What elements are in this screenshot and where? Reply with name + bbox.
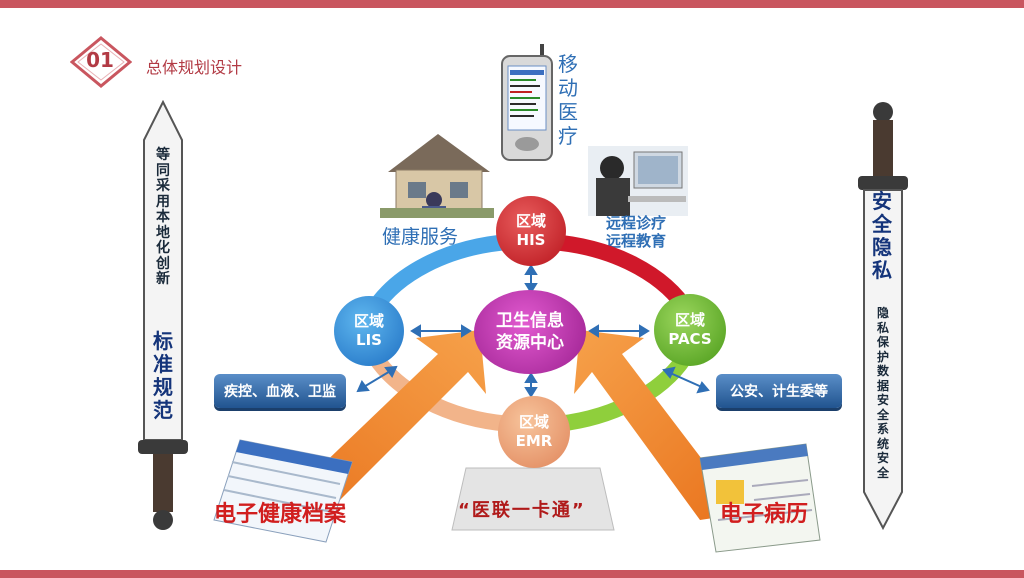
remote-education-text: 远程教育 [606, 232, 667, 250]
node-emr-line2: EMR [515, 432, 553, 450]
node-regional-pacs: 区域 PACS [654, 294, 726, 366]
node-lis-line2: LIS [356, 331, 382, 349]
arrow-left-pill [361, 369, 393, 389]
right-sword-icon [858, 102, 908, 531]
node-emr-line1: 区域 [518, 413, 549, 431]
mobile-phone-icon [501, 44, 553, 161]
section-number: 01 [86, 48, 114, 72]
node-lis-line1: 区域 [353, 312, 384, 330]
left-sword-big-text: 标准规范 [153, 329, 173, 422]
health-record-screenshot [213, 439, 353, 543]
pill-public-security: 公安、计生委等 [716, 374, 842, 408]
remote-diagnosis-text: 远程诊疗 [606, 214, 667, 232]
remote-label: 远程诊疗 远程教育 [606, 214, 666, 250]
section-number-badge [70, 36, 132, 88]
node-pacs-line2: PACS [668, 330, 712, 348]
left-sword-icon [138, 100, 188, 530]
bottom-border-bar [0, 570, 1024, 578]
center-health-info-resource-node: 卫生信息 资源中心 [474, 290, 586, 374]
node-regional-lis: 区域 LIS [334, 296, 404, 366]
electronic-medical-record-label: 电子病历 [720, 502, 809, 527]
ring-segment-his-lis [365, 234, 509, 317]
center-line2: 资源中心 [496, 333, 564, 353]
top-border-bar [0, 0, 1024, 8]
health-service-label: 健康服务 [382, 226, 459, 248]
center-line1: 卫生信息 [496, 311, 564, 331]
emr-screenshot [699, 443, 821, 553]
left-sword-small-text: 等同采用本地化创新 [156, 147, 170, 287]
mobile-medical-label: 移动医疗 [558, 52, 578, 148]
electronic-health-record-label: 电子健康档案 [214, 502, 347, 527]
house-icon [380, 134, 494, 218]
remote-consultation-photo [588, 146, 688, 216]
left-orange-arrow [250, 330, 486, 520]
node-his-line2: HIS [516, 231, 546, 249]
medical-union-card-label: “医联一卡通” [458, 500, 586, 521]
section-title: 总体规划设计 [146, 58, 243, 77]
right-sword-small-text: 隐私保护数据安全系统安全 [876, 306, 889, 480]
node-his-line1: 区域 [515, 212, 546, 230]
node-regional-emr: 区域 EMR [498, 396, 570, 468]
card-platform [451, 467, 615, 531]
arrow-right-pill [667, 371, 705, 389]
right-orange-arrow [574, 330, 766, 520]
node-pacs-line1: 区域 [674, 311, 705, 329]
node-regional-his: 区域 HIS [496, 196, 566, 266]
pill-disease-control: 疾控、血液、卫监 [214, 374, 346, 408]
right-sword-big-text: 安全隐私 [872, 189, 892, 282]
